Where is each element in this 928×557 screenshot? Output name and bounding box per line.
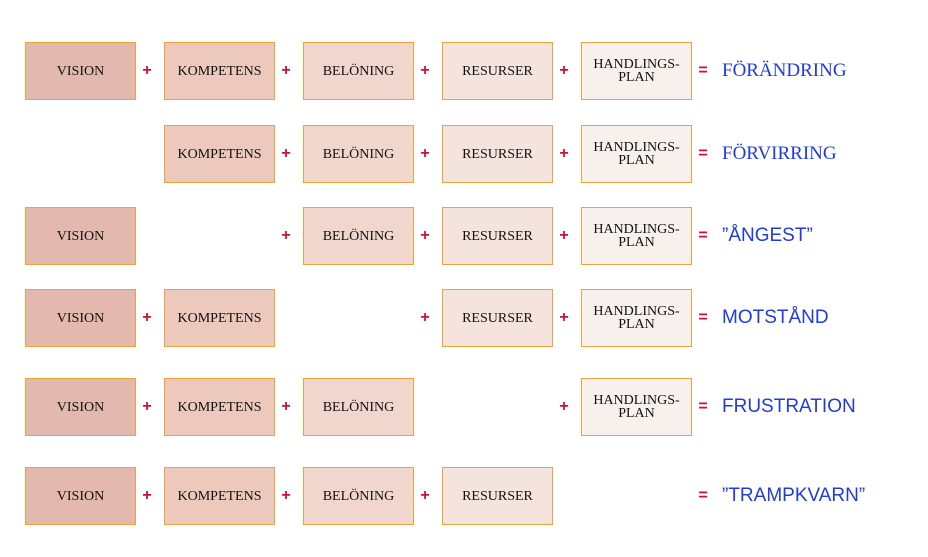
box-handlingsplan: HANDLINGS- PLAN xyxy=(581,289,692,347)
box-handlingsplan: HANDLINGS- PLAN xyxy=(581,42,692,100)
box-vision: VISION xyxy=(25,42,136,100)
plus-operator: + xyxy=(559,227,569,244)
box-resurser: RESURSER xyxy=(442,125,553,183)
plus-operator: + xyxy=(559,309,569,326)
plus-operator: + xyxy=(281,487,291,504)
box-beloning: BELÖNING xyxy=(303,378,414,436)
box-kompetens: KOMPETENS xyxy=(164,289,275,347)
plus-operator: + xyxy=(420,487,430,504)
plus-operator: + xyxy=(420,309,430,326)
plus-operator: + xyxy=(559,62,569,79)
result-label: MOTSTÅND xyxy=(722,307,829,328)
plus-operator: + xyxy=(281,145,291,162)
plus-operator: + xyxy=(420,145,430,162)
box-resurser: RESURSER xyxy=(442,42,553,100)
result-label: FÖRÄNDRING xyxy=(722,60,847,81)
box-kompetens: KOMPETENS xyxy=(164,378,275,436)
plus-operator: + xyxy=(142,487,152,504)
box-beloning: BELÖNING xyxy=(303,42,414,100)
equals-operator: = xyxy=(698,145,708,162)
equals-operator: = xyxy=(698,62,708,79)
box-resurser: RESURSER xyxy=(442,467,553,525)
plus-operator: + xyxy=(142,309,152,326)
box-vision: VISION xyxy=(25,289,136,347)
plus-operator: + xyxy=(142,62,152,79)
plus-operator: + xyxy=(420,62,430,79)
box-beloning: BELÖNING xyxy=(303,125,414,183)
equals-operator: = xyxy=(698,309,708,326)
plus-operator: + xyxy=(559,398,569,415)
result-label: ”TRAMPKVARN” xyxy=(722,485,866,506)
box-vision: VISION xyxy=(25,207,136,265)
result-label: ”ÅNGEST” xyxy=(722,225,813,246)
box-kompetens: KOMPETENS xyxy=(164,467,275,525)
box-resurser: RESURSER xyxy=(442,289,553,347)
box-vision: VISION xyxy=(25,467,136,525)
box-kompetens: KOMPETENS xyxy=(164,42,275,100)
box-handlingsplan: HANDLINGS- PLAN xyxy=(581,207,692,265)
plus-operator: + xyxy=(420,227,430,244)
plus-operator: + xyxy=(142,398,152,415)
plus-operator: + xyxy=(281,398,291,415)
plus-operator: + xyxy=(281,227,291,244)
box-beloning: BELÖNING xyxy=(303,467,414,525)
box-vision: VISION xyxy=(25,378,136,436)
box-handlingsplan: HANDLINGS- PLAN xyxy=(581,378,692,436)
result-label: FÖRVIRRING xyxy=(722,143,837,164)
equals-operator: = xyxy=(698,227,708,244)
box-resurser: RESURSER xyxy=(442,207,553,265)
plus-operator: + xyxy=(559,145,569,162)
box-handlingsplan: HANDLINGS- PLAN xyxy=(581,125,692,183)
equals-operator: = xyxy=(698,487,708,504)
result-label: FRUSTRATION xyxy=(722,396,856,417)
equals-operator: = xyxy=(698,398,708,415)
plus-operator: + xyxy=(281,62,291,79)
box-beloning: BELÖNING xyxy=(303,207,414,265)
box-kompetens: KOMPETENS xyxy=(164,125,275,183)
